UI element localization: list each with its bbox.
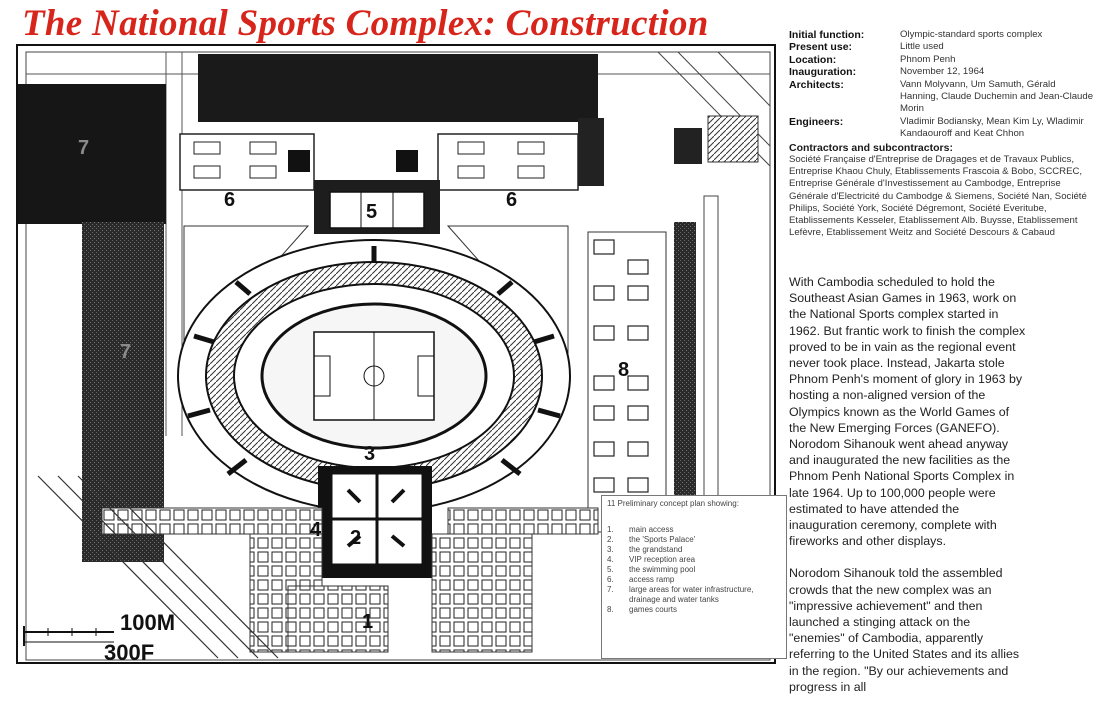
caption-number: 1. [607, 525, 614, 534]
caption-number: 7. [607, 585, 614, 594]
caption-text: large areas for water infrastructure, dr… [629, 585, 754, 604]
west-dark-block [18, 84, 166, 224]
caption-text: VIP reception area [629, 555, 696, 564]
marker-swimming-pool: 5 [366, 201, 377, 223]
caption-number: 5. [607, 565, 614, 574]
concept-plan-drawing: 100M 300F 1 2 3 4 5 6 6 7 7 8 [16, 44, 776, 664]
caption-number: 6. [607, 575, 614, 584]
fact-label: Architects: [789, 78, 844, 91]
fact-location: Location: Phnom Penh [789, 54, 1095, 66]
caption-text: the swimming pool [629, 565, 696, 574]
facts-panel: Initial function: Olympic-standard sport… [789, 29, 1095, 239]
fact-label: Engineers: [789, 115, 844, 128]
caption-item: 2. the 'Sports Palace' [607, 535, 781, 545]
marker-water-north: 7 [78, 137, 89, 159]
article-body: With Cambodia scheduled to hold the Sout… [789, 274, 1029, 711]
marker-grandstand: 3 [364, 443, 375, 465]
fact-inauguration: Inauguration: November 12, 1964 [789, 66, 1095, 78]
fact-value: Vladimir Bodiansky, Mean Kim Ly, Wladimi… [900, 115, 1084, 140]
caption-text: main access [629, 525, 674, 534]
north-building-block [198, 54, 598, 122]
fact-value: Vann Molyvann, Um Samuth, Gérald Hanning… [900, 78, 1094, 115]
caption-item: 5. the swimming pool [607, 565, 781, 575]
body-paragraph: With Cambodia scheduled to hold the Sout… [789, 275, 1026, 549]
marker-main-access: 1 [362, 611, 373, 633]
contractors-label: Contractors and subcontractors: [789, 141, 953, 154]
marker-vip-reception: 4 [310, 519, 322, 541]
caption-item: 6. access ramp [607, 575, 781, 585]
caption-item: 1. main access [607, 525, 781, 535]
site-plan-svg: 100M 300F 1 2 3 4 5 6 6 7 7 8 [18, 51, 771, 664]
fact-value: Phnom Penh [900, 53, 956, 65]
fact-label: Present use: [789, 41, 853, 54]
fact-label: Initial function: [789, 29, 865, 41]
marker-access-ramp-west: 6 [224, 189, 235, 211]
plan-caption: 11 Preliminary concept plan showing: 1. m… [601, 495, 787, 659]
caption-item: 4. VIP reception area [607, 555, 781, 565]
caption-title: 11 Preliminary concept plan showing: [607, 499, 739, 508]
fact-initial-function: Initial function: Olympic-standard sport… [789, 29, 1095, 41]
marker-access-ramp-east: 6 [506, 189, 517, 211]
west-water-area [82, 222, 164, 562]
caption-text: the 'Sports Palace' [629, 535, 696, 544]
caption-text: games courts [629, 605, 678, 614]
marker-water-west: 7 [120, 341, 131, 363]
body-paragraph: Norodom Sihanouk told the assembled crow… [789, 566, 1020, 694]
fact-present-use: Present use: Little used [789, 41, 1095, 53]
fact-engineers: Engineers: Vladimir Bodiansky, Mean Kim … [789, 116, 1095, 141]
caption-number: 4. [607, 555, 614, 564]
fact-architects: Architects: Vann Molyvann, Um Samuth, Gé… [789, 79, 1095, 116]
caption-item: 8. games courts [607, 605, 781, 615]
fact-value: November 12, 1964 [900, 66, 985, 78]
fact-value: Olympic-standard sports complex [900, 29, 1043, 40]
caption-item: 3. the grandstand [607, 545, 781, 555]
scale-imperial-label: 300F [104, 640, 154, 664]
marker-games-courts: 8 [618, 359, 629, 381]
caption-text: the grandstand [629, 545, 683, 554]
caption-text: access ramp [629, 575, 675, 584]
fact-label: Inauguration: [789, 66, 857, 79]
fact-label: Location: [789, 53, 837, 66]
scale-bar: 100M 300F [23, 610, 175, 664]
caption-number: 3. [607, 545, 614, 554]
page-title: The National Sports Complex: Constructio… [22, 3, 709, 44]
caption-number: 8. [607, 605, 614, 614]
caption-item: 7. large areas for water infrastructure, … [607, 585, 781, 605]
fact-value: Little used [900, 41, 944, 53]
scale-metric-label: 100M [120, 610, 175, 635]
contractors-list: Société Française d'Entreprise de Dragag… [789, 154, 1087, 239]
caption-number: 2. [607, 535, 614, 544]
marker-sports-palace: 2 [350, 527, 361, 549]
caption-list: 1. main access 2. the 'Sports Palace' 3. th… [607, 525, 781, 615]
